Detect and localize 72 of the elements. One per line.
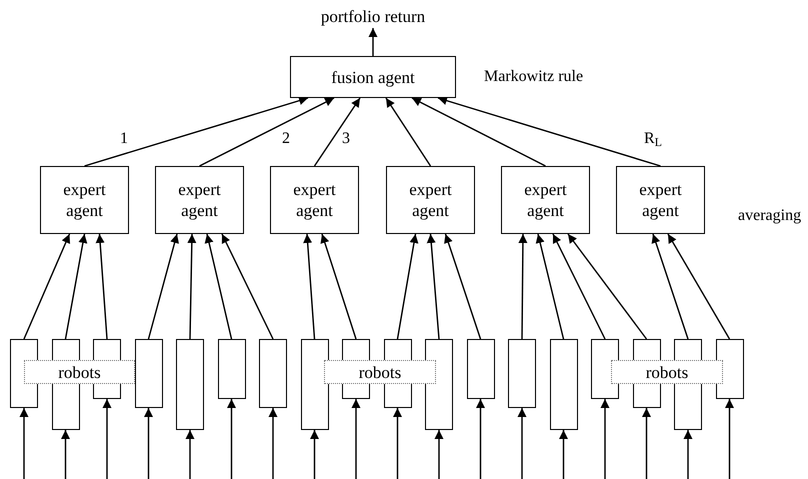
arrow [221,234,274,340]
robot-box [425,339,453,430]
edge-label: 1 [120,129,128,149]
arrow [536,234,564,340]
arrow [268,408,278,479]
arrow [84,96,308,167]
robot-box [508,339,536,408]
arrow [725,399,734,479]
group-label: robots [58,362,101,382]
arrow [310,430,319,479]
edge-label: 2 [282,129,290,149]
arrow [96,234,108,340]
arrow [559,430,568,479]
arrow [64,234,88,340]
robot-box [218,339,246,399]
arrow [20,408,28,479]
group-label: robots [358,362,402,382]
arrow [426,234,440,340]
arrow [652,234,689,340]
output-label: portfolio return [300,4,446,28]
robot-box [300,339,328,430]
arrow [186,430,194,479]
agent-box: expert agent [386,166,475,234]
edge-label: 3 [342,129,350,149]
arrow [303,234,316,340]
arrow [396,234,418,340]
arrow [23,234,70,340]
arrow [352,399,360,479]
arrow [61,430,70,479]
agent-box: expert agent [501,166,590,234]
arrow [368,28,378,56]
arrow [476,399,485,479]
arrow [600,399,610,479]
arrow [434,430,444,479]
group-label: robots [646,362,688,382]
agent-box: expert agent [155,166,244,234]
arrow [148,234,179,340]
agent-box: expert agent [40,166,129,234]
arrow [667,234,730,340]
arrow [518,408,526,479]
arrow [684,430,692,479]
robot-box [466,339,494,399]
arrow [385,98,432,166]
arrow [438,96,661,167]
robot-box [134,339,162,408]
dotted-group-box [611,360,723,384]
agent-box: expert agent [270,166,359,234]
arrow [518,234,528,339]
arrow [320,234,357,340]
arrow [199,97,334,167]
arrow [187,234,196,340]
arrow [552,234,606,340]
agent-box: fusion agent [290,56,456,98]
arrow [227,399,236,479]
dotted-group-box [324,360,436,384]
edge-label: R$_{L}$ [644,129,662,149]
arrow [393,408,402,479]
robot-box [259,339,287,408]
robot-box [550,339,578,430]
annotation-text: Markowitz rule [484,67,584,87]
annotation-text: averaging [738,206,802,226]
arrow [412,97,546,167]
arrow [144,408,153,479]
arrow [444,234,482,340]
arrow [204,234,232,340]
robot-box [176,339,204,430]
dotted-group-box [24,360,135,384]
arrow [314,98,361,166]
arrow [102,399,112,479]
agent-box: expert agent [616,166,705,234]
arrow [642,408,651,479]
arrow [567,234,648,340]
